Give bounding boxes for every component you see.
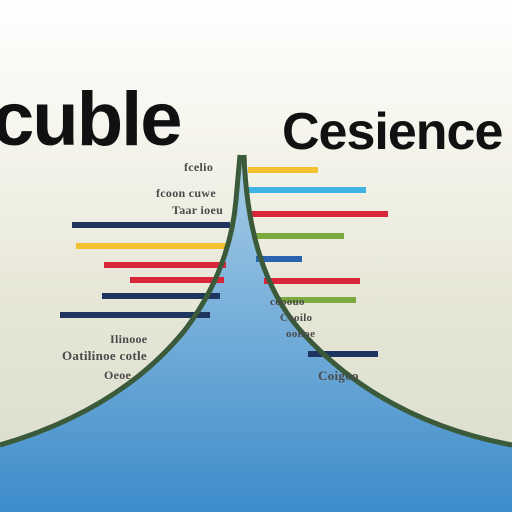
right-label-2: Cooilo xyxy=(280,312,313,324)
left-label-2: fcoon cuwe xyxy=(156,186,216,200)
right-curve xyxy=(241,154,512,448)
left-title: cuble xyxy=(0,77,182,162)
left-bar-4 xyxy=(130,277,224,283)
right-label-4: Coigoo xyxy=(318,368,359,383)
right-bar-4 xyxy=(252,233,344,239)
right-label-3: ooiioe xyxy=(286,328,316,340)
left-bar-5 xyxy=(102,293,220,299)
left-label-4: Ilinooe xyxy=(110,332,148,346)
left-bar-6 xyxy=(60,312,210,318)
right-label-1: cooouo xyxy=(270,296,305,308)
left-label-5: Oatilinoe cotle xyxy=(62,348,148,363)
right-title: Cesience xyxy=(282,103,503,161)
right-bar-3 xyxy=(248,211,388,217)
left-label-3: Taar ioeu xyxy=(172,203,224,217)
left-bars xyxy=(60,222,230,318)
right-bar-5 xyxy=(256,256,302,262)
left-label-1: fcelio xyxy=(184,160,214,174)
right-bar-1 xyxy=(248,167,318,173)
left-bar-3 xyxy=(104,262,226,268)
left-label-6: Oeoe xyxy=(104,368,132,382)
right-bars xyxy=(248,167,388,357)
right-bar-7 xyxy=(276,297,356,303)
left-bar-1 xyxy=(72,222,230,228)
left-bar-2 xyxy=(76,243,228,249)
water-fill xyxy=(0,155,512,512)
right-bar-2 xyxy=(248,187,366,193)
right-bar-6 xyxy=(264,278,360,284)
right-bar-8 xyxy=(308,351,378,357)
left-curve xyxy=(0,154,243,448)
